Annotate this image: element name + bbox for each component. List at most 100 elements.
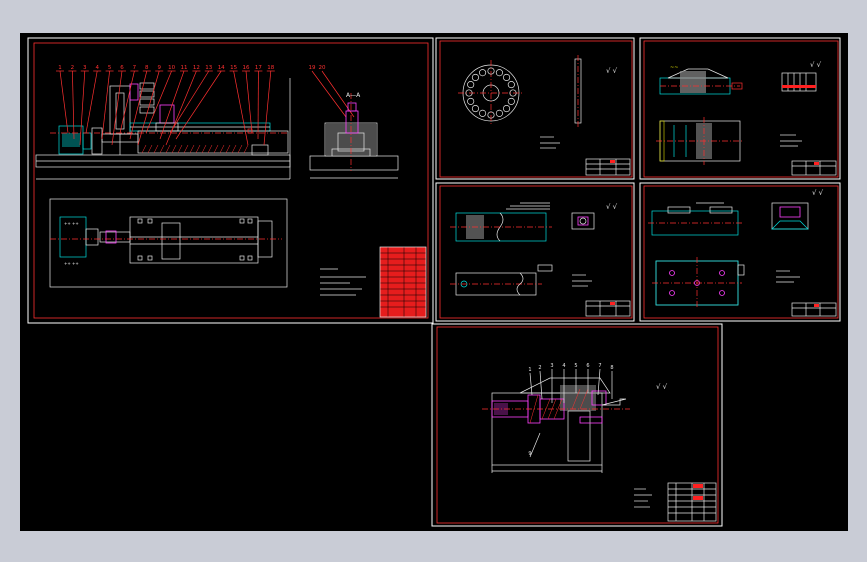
clamp-balloon-6: 6	[586, 363, 589, 369]
block-front-view	[648, 202, 742, 236]
disc-title-block	[585, 158, 631, 176]
svg-text:++ ++: ++ ++	[64, 221, 79, 226]
shaft-detail-view	[571, 212, 595, 230]
clamp-parts-list	[667, 482, 717, 522]
svg-text:√ √: √ √	[812, 189, 824, 197]
balloon-4: 4	[95, 65, 99, 71]
svg-text:A—A: A—A	[346, 92, 361, 99]
bracket-roughness-icon: √ √	[810, 61, 822, 69]
svg-text:√ √: √ √	[656, 383, 668, 391]
block-title-block	[791, 302, 837, 317]
bracket-side-view	[781, 72, 817, 92]
clamp-balloon-9: 9	[528, 451, 531, 457]
balloon-leader	[137, 70, 160, 146]
clamp-balloon-1: 1	[528, 367, 531, 373]
svg-text:√ √: √ √	[810, 61, 822, 69]
balloon-10: 10	[168, 65, 175, 71]
clamp-section-view	[482, 377, 630, 473]
svg-text:√ √: √ √	[606, 67, 618, 75]
balloon-leader	[59, 70, 69, 134]
disc-hole	[471, 105, 479, 113]
clamp-balloon-leader	[539, 370, 543, 400]
bracket-notes	[780, 134, 802, 147]
balloon-5: 5	[108, 65, 112, 71]
balloon-1: 1	[58, 65, 62, 71]
clamp-balloon-7: 7	[598, 363, 601, 369]
assembly-top-view: ++ ++ ++ ++	[49, 198, 288, 288]
disc-hole	[479, 109, 487, 117]
balloon-leader	[175, 70, 222, 140]
clamp-balloon-leader	[597, 368, 601, 396]
side-balloon-leader	[311, 70, 347, 118]
balloon-leader	[165, 70, 197, 146]
bracket-front-view: ~~	[659, 65, 743, 95]
balloon-leader	[101, 70, 110, 140]
balloon-leader	[245, 70, 253, 134]
clamp-balloon-2: 2	[538, 365, 541, 371]
shaft-notes	[572, 274, 592, 287]
block-roughness-icon: √ √	[812, 189, 824, 197]
clamp-roughness-icon: √ √	[656, 383, 668, 391]
assembly-parts-list	[379, 246, 427, 318]
balloon-leader	[111, 70, 123, 146]
disc-hole	[503, 73, 511, 81]
shaft-lower-view	[450, 264, 553, 296]
balloon-3: 3	[83, 65, 87, 71]
balloon-2: 2	[71, 65, 75, 71]
side-balloon-20: 20	[319, 65, 326, 71]
sheet-bracket[interactable]: ~~ √ √	[639, 37, 841, 180]
block-top-view	[652, 257, 745, 309]
disc-hole	[507, 97, 515, 105]
clamp-balloon-5: 5	[574, 363, 577, 369]
balloon-13: 13	[205, 65, 212, 71]
side-balloon-leader	[321, 70, 355, 118]
disc-hole	[479, 69, 487, 77]
balloon-leader	[129, 70, 148, 140]
disc-hole	[467, 81, 475, 89]
svg-text:~~: ~~	[670, 65, 678, 71]
disc-hole	[495, 69, 503, 77]
balloon-leader	[119, 70, 135, 134]
balloon-9: 9	[157, 65, 161, 71]
disc-hole	[487, 111, 495, 119]
balloon-leader	[79, 70, 86, 146]
clamp-balloon-4: 4	[562, 363, 565, 369]
shaft-front-view	[450, 202, 552, 242]
disc-front-view	[458, 60, 524, 126]
bracket-top-view	[656, 117, 744, 165]
side-balloon-19: 19	[309, 65, 316, 71]
sheet-disc[interactable]: √ √	[435, 37, 635, 180]
assembly-side-view: A—A	[309, 92, 399, 179]
shaft-title-block	[585, 300, 631, 317]
balloon-leader	[145, 70, 172, 134]
balloon-16: 16	[243, 65, 250, 71]
disc-notes	[540, 136, 560, 149]
disc-hole	[471, 73, 479, 81]
clamp-balloon-leader	[529, 372, 533, 396]
balloon-12: 12	[193, 65, 200, 71]
sheet-shaft[interactable]: √ √	[435, 182, 635, 322]
balloon-6: 6	[120, 65, 124, 71]
disc-hole	[503, 105, 511, 113]
balloon-17: 17	[255, 65, 262, 71]
disc-hole	[495, 109, 503, 117]
block-notes	[776, 270, 800, 283]
balloon-leader	[263, 70, 272, 146]
disc-hole	[509, 89, 517, 97]
balloon-leader	[159, 70, 185, 140]
balloon-14: 14	[218, 65, 225, 71]
disc-hole	[487, 67, 495, 75]
disc-roughness-icon: √ √	[606, 67, 618, 75]
balloon-15: 15	[230, 65, 237, 71]
balloon-leader	[85, 70, 98, 134]
sheet-block[interactable]: √ √	[639, 182, 841, 322]
balloon-8: 8	[145, 65, 149, 71]
balloon-leader	[169, 70, 210, 134]
balloon-11: 11	[181, 65, 188, 71]
